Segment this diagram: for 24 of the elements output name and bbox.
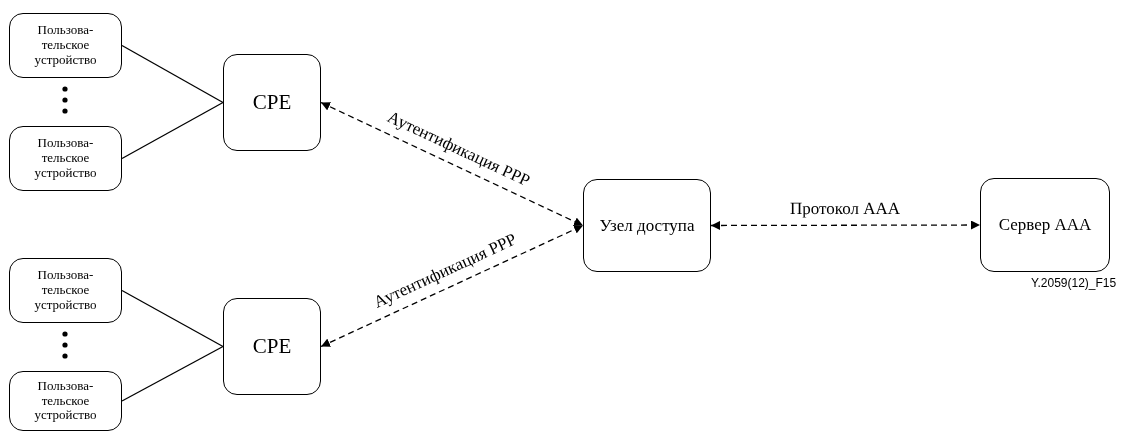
device-box xyxy=(9,258,122,323)
dashed-arrow xyxy=(710,220,981,230)
device-box xyxy=(9,126,122,191)
device-box xyxy=(9,371,122,431)
node-label: Пользова- тельское устройство xyxy=(33,378,98,424)
node-label: Сервер AAA xyxy=(998,215,1092,235)
node-label: Пользова- тельское устройство xyxy=(33,268,98,313)
node-label: Пользова- тельское устройство xyxy=(33,23,98,68)
device-box xyxy=(583,179,711,272)
device-box xyxy=(980,178,1110,272)
device-box xyxy=(223,54,321,151)
dashed-arrow xyxy=(320,101,584,227)
device-box xyxy=(9,13,122,78)
device-box xyxy=(223,298,321,395)
node-label: CPE xyxy=(252,90,292,115)
node-label: Пользова- тельское устройство xyxy=(33,136,98,181)
edge-label: Протокол AAA xyxy=(788,199,903,219)
node-label: Узел доступа xyxy=(599,215,695,236)
node-label: CPE xyxy=(252,334,292,359)
connector-line xyxy=(121,101,224,160)
connector-line xyxy=(121,345,224,402)
connector-line xyxy=(121,44,224,104)
dashed-arrow xyxy=(320,224,584,348)
connector-line xyxy=(121,289,224,348)
